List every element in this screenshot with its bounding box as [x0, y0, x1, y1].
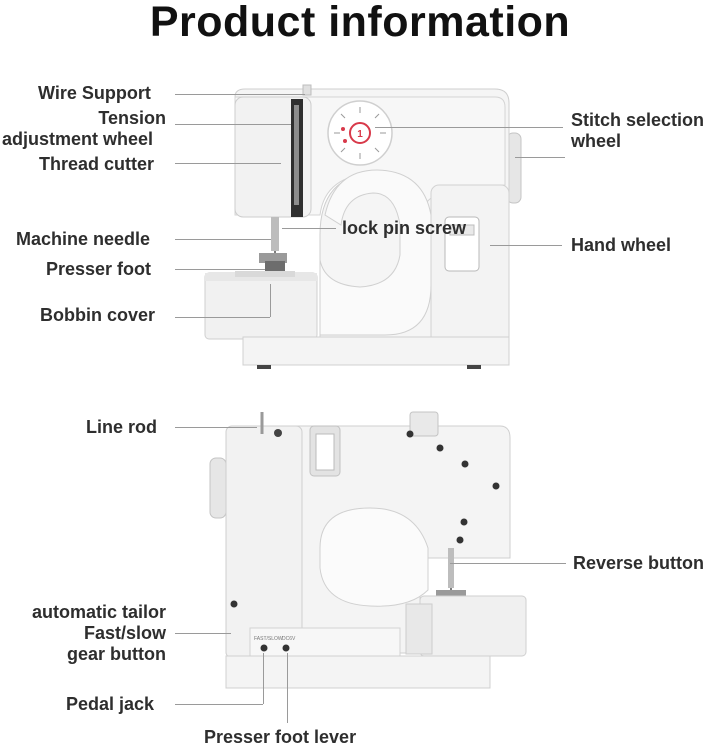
label-machine-needle: Machine needle [16, 229, 151, 249]
label-stitch-line2: wheel [571, 131, 622, 151]
leader-pedal-jack [175, 704, 263, 705]
leader-machine-needle [175, 239, 271, 240]
leader-bobbin-cover-vertical [270, 284, 271, 317]
leader-presser-foot [175, 269, 265, 270]
leader-bobbin-cover [175, 317, 270, 318]
label-tension-line2: adjustment wheel [2, 129, 154, 149]
leader-pedal-jack-vertical [263, 653, 264, 704]
label-auto-tailor-line1: automatic tailor [31, 602, 166, 622]
leader-hand-wheel-dial [515, 157, 565, 158]
leader-thread-cutter [175, 163, 281, 164]
leader-hand-wheel [490, 245, 562, 246]
svg-text:1: 1 [357, 129, 363, 140]
label-presser-foot-lever: Presser foot lever [204, 727, 357, 747]
label-line-rod: Line rod [86, 417, 157, 437]
label-stitch-line1: Stitch selection [571, 110, 705, 130]
leader-stitch-selection [375, 127, 563, 128]
leader-auto-tailor [175, 633, 231, 634]
label-thread-cutter: Thread cutter [39, 154, 155, 174]
svg-text:DC6V: DC6V [282, 636, 296, 642]
label-pedal-jack: Pedal jack [66, 694, 155, 714]
label-auto-tailor-line3: gear button [67, 644, 166, 664]
leader-line-rod [175, 427, 257, 428]
label-bobbin-cover: Bobbin cover [40, 305, 156, 325]
leader-tension [175, 124, 291, 125]
label-presser-foot: Presser foot [46, 259, 152, 279]
label-lock-pin-screw: lock pin screw [342, 218, 467, 238]
sewing-machine-rear-illustration: FAST/SLOW DC6V [209, 411, 527, 689]
label-tension-line1: Tension [98, 108, 166, 128]
sewing-machine-front-illustration: 1 [204, 84, 522, 369]
leader-wire-support [175, 94, 305, 95]
label-auto-tailor-line2: Fast/slow [83, 623, 166, 643]
label-wire-support: Wire Support [38, 83, 151, 103]
label-reverse-button: Reverse button [573, 553, 705, 573]
label-hand-wheel: Hand wheel [571, 235, 672, 255]
leader-presser-foot-lever-vertical [287, 653, 288, 723]
leader-reverse-button [450, 563, 566, 564]
svg-text:FAST/SLOW: FAST/SLOW [254, 636, 283, 642]
leader-lock-pin-screw [282, 228, 336, 229]
page-title: Product information [149, 0, 571, 46]
